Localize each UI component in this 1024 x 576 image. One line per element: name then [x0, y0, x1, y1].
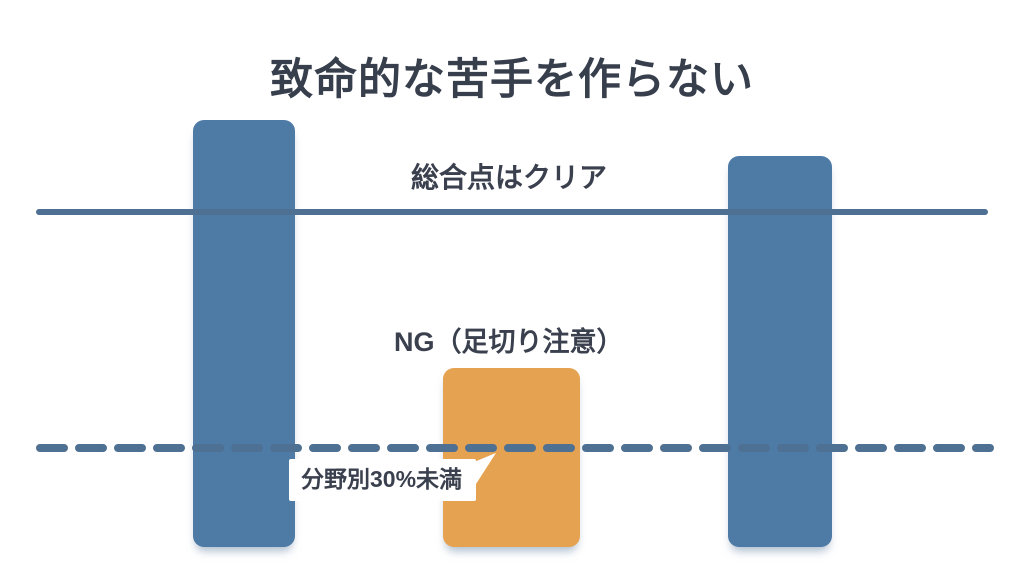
ng-warning-label: NG（足切り注意） — [394, 327, 624, 357]
cutoff-threshold-dashed-line — [36, 444, 994, 452]
pass-threshold-line — [36, 209, 988, 215]
bar-left-blue — [193, 120, 295, 547]
bar-middle-orange-weak — [443, 368, 580, 547]
pass-line-label: 総合点はクリア — [411, 162, 608, 193]
cutoff-callout-label: 分野別30%未満 — [289, 459, 477, 502]
slide-title: 致命的な苦手を作らない — [270, 55, 754, 104]
bar-right-blue — [728, 156, 832, 547]
